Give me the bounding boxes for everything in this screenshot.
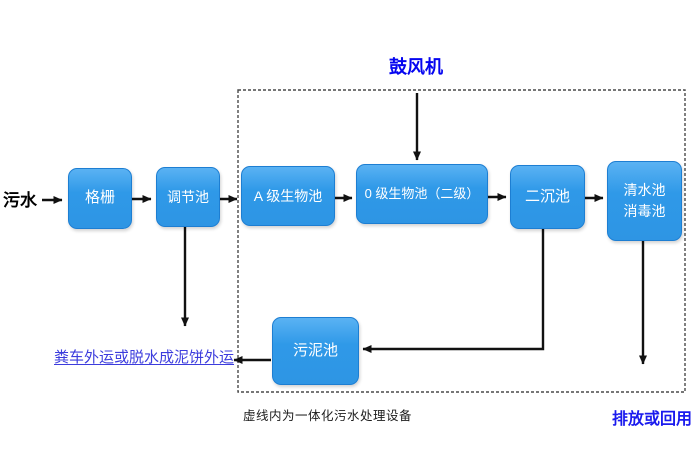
node-sludge-tank-label: 污泥池 [292, 341, 338, 359]
node-sludge-tank: 污泥池 [272, 317, 359, 385]
node-clear-water-label: 清水池 [623, 182, 666, 198]
dashed-box-caption: 虚线内为一体化污水处理设备 [243, 409, 413, 423]
node-regulating-tank: 调节池 [156, 167, 220, 227]
node-grid-label: 格栅 [84, 189, 115, 207]
sludge-disposal-label: 粪车外运或脱水成泥饼外运 [54, 349, 235, 366]
node-a-grade-bio-tank: A 级生物池 [241, 166, 335, 226]
node-grid: 格栅 [68, 168, 132, 229]
node-clear-water-disinfection-tank: 清水池 消毒池 [607, 161, 682, 241]
node-regulating-tank-label: 调节池 [167, 188, 209, 205]
discharge-or-reuse-label: 排放或回用 [612, 411, 693, 428]
blower-label: 鼓风机 [389, 57, 443, 77]
node-disinfection-label: 消毒池 [623, 203, 666, 219]
wastewater-source-label: 污水 [3, 191, 37, 210]
node-secondary-sedimentation-tank: 二沉池 [510, 165, 585, 229]
node-o-grade-bio-tank: 0 级生物池（二级） [356, 164, 488, 224]
node-o-grade-bio-tank-label: 0 级生物池（二级） [364, 186, 480, 202]
arrow-secondary-sed-to-sludge [362, 228, 545, 353]
node-a-grade-bio-tank-label: A 级生物池 [253, 187, 323, 204]
node-secondary-sedimentation-tank-label: 二沉池 [524, 187, 570, 205]
